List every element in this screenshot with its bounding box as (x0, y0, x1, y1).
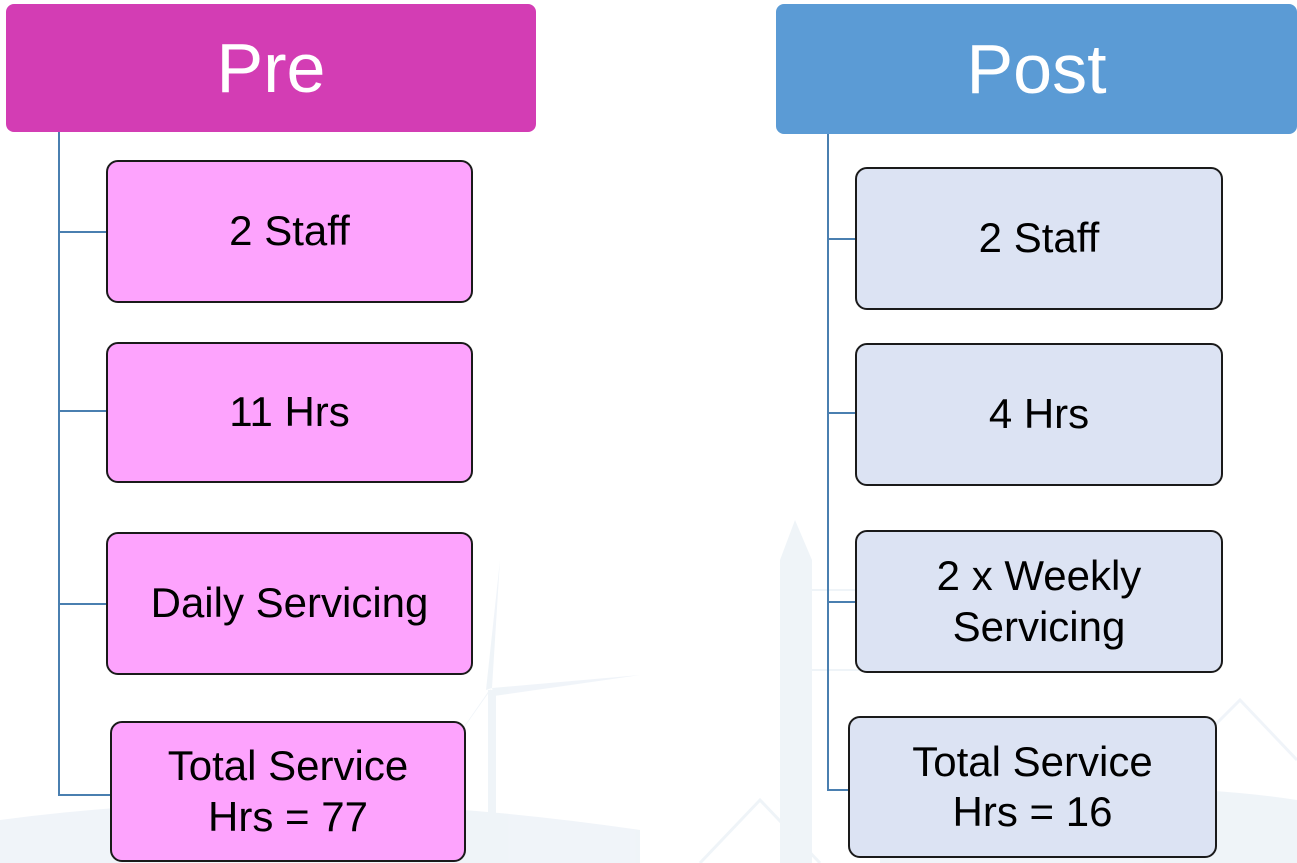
post-item-servicing-line1: 2 x Weekly (936, 552, 1142, 600)
pre-header: Pre (6, 4, 536, 132)
pre-connector-branch (58, 410, 108, 412)
post-connector-branch (827, 238, 857, 240)
post-item-servicing-line2: Servicing (952, 602, 1126, 650)
pre-item-hours-text: 11 Hrs (229, 388, 350, 436)
pre-item-total-line1: Total Service (167, 742, 409, 790)
pre-item-hours: 11 Hrs (106, 342, 473, 483)
post-item-staff: 2 Staff (855, 167, 1223, 310)
pre-item-servicing-text: Daily Servicing (150, 579, 429, 627)
pre-title: Pre (216, 29, 326, 107)
post-item-hours: 4 Hrs (855, 343, 1223, 486)
post-header: Post (776, 4, 1297, 134)
pre-item-staff-text: 2 Staff (229, 207, 350, 255)
pre-item-servicing: Daily Servicing (106, 532, 473, 675)
post-item-staff-text: 2 Staff (978, 214, 1100, 262)
post-item-total-line1: Total Service (912, 737, 1153, 785)
post-item-total: Total Service Hrs = 16 (848, 716, 1217, 858)
pre-item-staff: 2 Staff (106, 160, 473, 303)
pre-connector-branch (58, 794, 110, 796)
post-title: Post (966, 30, 1107, 108)
post-connector-branch (827, 601, 857, 603)
pre-connector-branch (58, 231, 108, 233)
pre-item-total: Total Service Hrs = 77 (110, 721, 466, 862)
post-item-hours-text: 4 Hrs (988, 390, 1090, 438)
post-connector-trunk (827, 134, 829, 790)
post-item-total-line2: Hrs = 16 (952, 788, 1113, 835)
post-item-servicing: 2 x Weekly Servicing (855, 530, 1223, 673)
post-connector-branch (827, 412, 857, 414)
pre-connector-branch (58, 603, 108, 605)
pre-item-total-line2: Hrs = 77 (208, 792, 368, 840)
pre-connector-trunk (58, 132, 60, 795)
post-connector-branch (827, 789, 849, 791)
